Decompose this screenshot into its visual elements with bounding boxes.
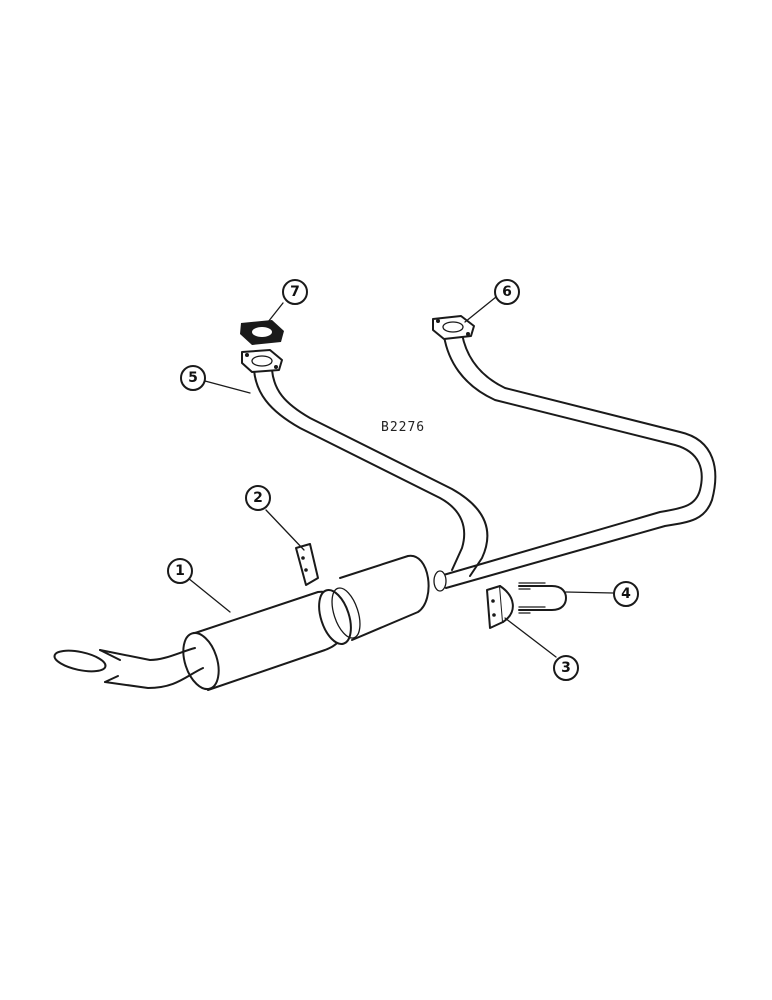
exhaust-pipe-left xyxy=(253,369,489,577)
leader-lines xyxy=(187,296,614,658)
u-bolt xyxy=(518,582,567,614)
flange-gasket xyxy=(240,320,284,345)
flange-pipe-left xyxy=(241,349,283,373)
drawing-number: B2276 xyxy=(381,420,425,435)
callout-3: 3 xyxy=(553,655,579,681)
callout-label-3: 3 xyxy=(561,660,571,676)
callout-7: 7 xyxy=(282,279,308,305)
callout-label-1: 1 xyxy=(175,563,185,579)
callout-4: 4 xyxy=(613,581,639,607)
tail-pipe xyxy=(53,647,204,689)
exhaust-pipe-right xyxy=(433,333,717,592)
muffler-bracket xyxy=(295,543,319,586)
callout-label-6: 6 xyxy=(502,284,512,300)
callout-1: 1 xyxy=(167,558,193,584)
callout-label-5: 5 xyxy=(188,370,198,386)
flange-pipe-right xyxy=(432,315,475,340)
pipe-support-bracket xyxy=(486,585,514,629)
callout-6: 6 xyxy=(494,279,520,305)
muffler xyxy=(182,554,430,691)
callout-5: 5 xyxy=(180,365,206,391)
callout-2: 2 xyxy=(245,485,271,511)
callout-label-2: 2 xyxy=(253,490,263,506)
callout-label-7: 7 xyxy=(290,284,300,300)
callout-label-4: 4 xyxy=(621,586,631,602)
